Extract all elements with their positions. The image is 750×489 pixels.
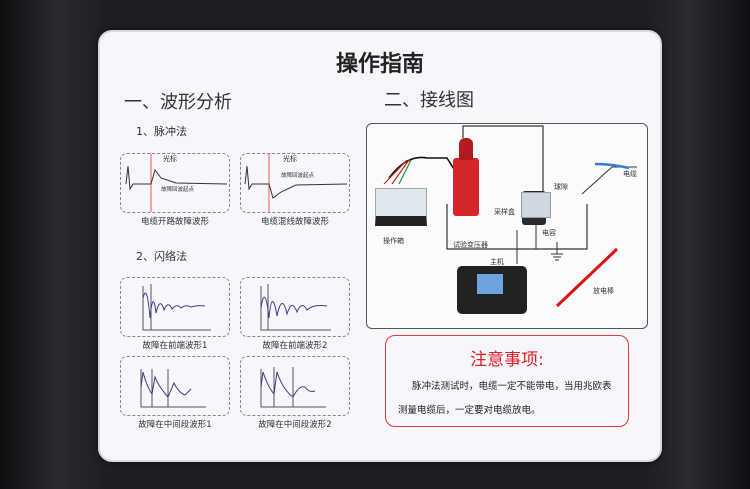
cursor-label: 光标 (163, 155, 177, 163)
waveform-plot (244, 154, 348, 212)
echo-start-label: 故障回波起点 (161, 187, 195, 193)
host-device-icon (457, 266, 527, 314)
console-label: 操作箱 (383, 237, 404, 245)
capacitor-label: 电容 (542, 229, 556, 237)
waveform-plot (125, 154, 228, 212)
waveform-caption: 故障在中间段波形2 (258, 420, 332, 430)
waveform-caption: 故障在前端波形1 (142, 341, 208, 351)
waveform-plot (260, 284, 331, 331)
notice-title: 注意事项: (470, 350, 544, 370)
transformer-bushing-icon (459, 138, 473, 160)
notice-line-2: 测量电缆后，一定要对电缆放电。 (398, 405, 541, 416)
section-waveform-heading: 一、波形分析 (124, 92, 232, 113)
instruction-card: 操作指南 一、波形分析 二、接线图 1、脉冲法 2、闪络法 光标 故障回波起点 … (98, 30, 662, 462)
waveform-caption: 故障在前端波形2 (262, 341, 328, 351)
sampler-label: 采样盒 (494, 208, 515, 216)
flash-method-heading: 2、闪络法 (136, 250, 187, 263)
waveform-short-circuit: 光标 故障回波起点 (240, 153, 350, 213)
discharge-rod-label: 放电棒 (593, 287, 614, 295)
waveform-open-circuit: 光标 故障回波起点 (120, 153, 230, 213)
waveform-middle-2 (240, 356, 350, 416)
cable-label: 电缆 (623, 170, 637, 178)
waveform-caption: 电缆混线故障波形 (260, 217, 329, 227)
host-label: 主机 (490, 258, 504, 266)
transformer-label: 试验变压器 (453, 241, 488, 249)
capacitor-device-icon (521, 192, 551, 218)
waveform-caption: 电缆开路故障波形 (140, 217, 209, 227)
waveform-plot (140, 369, 206, 408)
page-title: 操作指南 (335, 52, 424, 77)
waveform-caption: 故障在中间段波形1 (138, 420, 212, 430)
waveform-plot (142, 284, 211, 331)
wiring-lines (383, 125, 637, 308)
cursor-label: 光标 (283, 155, 297, 163)
pulse-method-heading: 1、脉冲法 (136, 125, 187, 138)
transformer-device-icon (453, 158, 479, 216)
console-device-icon (375, 188, 427, 226)
echo-start-label: 故障回波起点 (281, 173, 315, 179)
wiring-diagram: 操作箱 试验变压器 采样盒 电容 球隙 电缆 主机 放电棒 (366, 123, 648, 329)
waveform-front-2 (240, 277, 350, 337)
waveform-middle-1 (120, 356, 230, 416)
notice-box: 注意事项: 脉冲法测试时，电缆一定不能带电，当用兆欧表 测量电缆后，一定要对电缆… (385, 335, 629, 427)
waveform-plot (260, 367, 326, 408)
gap-label: 球隙 (554, 183, 568, 191)
waveform-front-1 (120, 277, 230, 337)
host-screen-icon (477, 274, 503, 294)
section-wiring-heading: 二、接线图 (384, 90, 474, 111)
notice-line-1: 脉冲法测试时，电缆一定不能带电，当用兆欧表 (412, 381, 612, 392)
